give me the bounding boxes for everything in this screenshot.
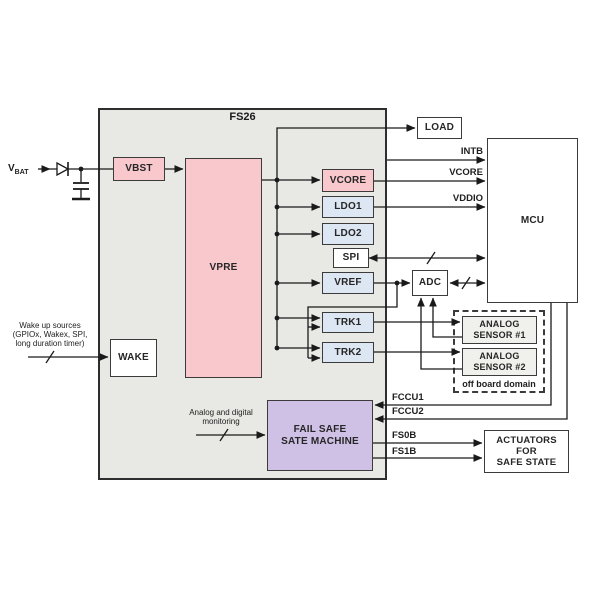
ldo2-block: LDO2 bbox=[322, 223, 374, 245]
vcore-block: VCORE bbox=[322, 169, 374, 192]
vpre-block: VPRE bbox=[185, 158, 262, 378]
vref-tracking-return bbox=[307, 283, 398, 358]
fccu2-wire bbox=[374, 303, 568, 423]
fccu1-wire bbox=[374, 303, 552, 409]
analog-sensor-1-block: ANALOG SENSOR #1 bbox=[462, 316, 537, 344]
mcu-block: MCU bbox=[487, 138, 578, 303]
fs1b-signal-label: FS1B bbox=[392, 446, 417, 457]
wake-sources-note: Wake up sources (GPIOx, Wakex, SPI, long… bbox=[12, 321, 88, 348]
vddio-signal-label: VDDIO bbox=[452, 193, 483, 204]
monitoring-note: Analog and digital monitoring bbox=[189, 408, 253, 426]
bus-width-slash-marks bbox=[45, 251, 471, 442]
off-board-domain-label: off board domain bbox=[462, 379, 536, 389]
load-block: LOAD bbox=[417, 117, 462, 139]
diode-icon bbox=[56, 161, 70, 177]
vbst-block: VBST bbox=[113, 157, 165, 181]
fs26-title: FS26 bbox=[229, 111, 256, 123]
analog-sensor-2-block: ANALOG SENSOR #2 bbox=[462, 348, 537, 376]
fccu2-signal-label: FCCU2 bbox=[392, 406, 424, 417]
vcore-signal-label: VCORE bbox=[449, 167, 483, 178]
trk2-block: TRK2 bbox=[322, 342, 374, 363]
fail-safe-state-machine-block: FAIL SAFE SATE MACHINE bbox=[267, 400, 373, 471]
spi-block: SPI bbox=[333, 248, 369, 268]
ldo1-block: LDO1 bbox=[322, 196, 374, 218]
vref-block: VREF bbox=[322, 272, 374, 294]
sensor1-to-adc-wire bbox=[429, 297, 462, 338]
junction-dots bbox=[78, 166, 400, 351]
fccu1-signal-label: FCCU1 bbox=[392, 392, 424, 403]
fs0b-signal-label: FS0B bbox=[392, 430, 417, 441]
wake-block: WAKE bbox=[110, 339, 157, 377]
trk1-block: TRK1 bbox=[322, 312, 374, 333]
adc-block: ADC bbox=[412, 270, 448, 296]
sensor2-to-adc-wire bbox=[417, 297, 462, 370]
actuators-block: ACTUATORS FOR SAFE STATE bbox=[484, 430, 569, 473]
intb-signal-label: INTB bbox=[460, 146, 483, 157]
vbat-label: VBAT bbox=[8, 163, 29, 176]
vpre-to-load-wire bbox=[276, 124, 416, 180]
